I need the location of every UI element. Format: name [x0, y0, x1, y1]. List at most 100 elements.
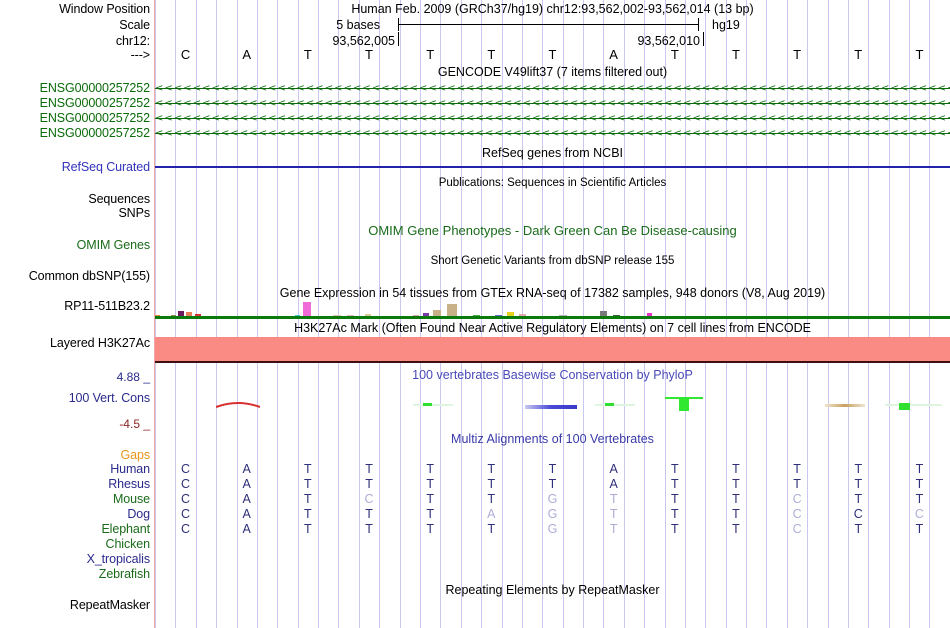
conservation-peak-bar[interactable]: [679, 397, 689, 411]
multiz-base: T: [304, 492, 312, 506]
gridline: [644, 0, 646, 628]
gencode-gene-label[interactable]: ENSG00000257252: [39, 81, 151, 95]
multiz-base: C: [181, 477, 191, 491]
coord-right-label: 93,562,010: [637, 34, 700, 48]
gridline: [807, 0, 809, 628]
gridline: [847, 0, 849, 628]
conservation-signal-area[interactable]: [155, 373, 950, 435]
multiz-base: T: [915, 492, 924, 506]
h3k27ac-baseline: [155, 361, 950, 363]
gridline: [929, 0, 931, 628]
gencode-gene-label[interactable]: ENSG00000257252: [39, 111, 151, 125]
conservation-positive-tick[interactable]: [422, 403, 432, 406]
gridline: [318, 0, 319, 628]
repeatmasker-label[interactable]: RepeatMasker: [69, 598, 150, 612]
gtex-tissue-bar[interactable]: [447, 304, 457, 318]
ruler-gridlines: [155, 0, 950, 628]
gridline: [746, 0, 747, 628]
gtex-tissue-bar[interactable]: [178, 311, 184, 318]
gridline: [216, 0, 218, 628]
gtex-expression-bars[interactable]: [155, 296, 950, 318]
gridline: [460, 0, 462, 628]
gridline: [562, 0, 564, 628]
gencode-gene-line[interactable]: [155, 103, 950, 104]
multiz-base: T: [732, 522, 740, 536]
conservation-missing-data-bar[interactable]: [825, 404, 865, 407]
gtex-tissue-bar[interactable]: [600, 311, 607, 318]
gtex-tissue-bar[interactable]: [647, 313, 652, 318]
multiz-base: T: [793, 462, 801, 476]
gridline: [888, 0, 890, 628]
multiz-base: T: [732, 492, 740, 506]
multiz-base: T: [609, 522, 618, 536]
gtex-gene-label[interactable]: RP11-511B23.2: [64, 299, 150, 313]
gtex-track-title: Gene Expression in 54 tissues from GTEx …: [279, 286, 826, 300]
gridline: [256, 0, 258, 628]
multiz-species-label[interactable]: X_tropicalis: [86, 552, 151, 566]
conservation-negative-curve[interactable]: [216, 399, 260, 409]
gencode-gene-line[interactable]: [155, 88, 950, 89]
gridline: [277, 0, 279, 628]
gencode-gene-label[interactable]: ENSG00000257252: [39, 96, 151, 110]
multiz-base: A: [609, 462, 618, 476]
multiz-base: T: [365, 507, 373, 521]
multiz-base: T: [670, 507, 679, 521]
h3k27ac-track-title: H3K27Ac Mark (Often Found Near Active Re…: [294, 321, 811, 335]
multiz-species-label[interactable]: Mouse: [112, 492, 150, 506]
publications-snps-label[interactable]: SNPs: [118, 206, 150, 220]
multiz-base: A: [242, 462, 251, 476]
coord-left-tick: [398, 32, 399, 46]
gencode-gene-line[interactable]: [155, 133, 950, 134]
gtex-tissue-bar[interactable]: [433, 310, 441, 318]
multiz-species-label[interactable]: Rhesus: [108, 477, 150, 491]
h3k27ac-label[interactable]: Layered H3K27Ac: [50, 336, 150, 350]
multiz-base: T: [426, 477, 434, 491]
gencode-gene-label[interactable]: ENSG00000257252: [39, 126, 151, 140]
multiz-track-title: Multiz Alignments of 100 Vertebrates: [451, 432, 654, 446]
gridline: [664, 0, 666, 628]
conservation-negative-bar[interactable]: [525, 405, 577, 409]
gridline: [725, 0, 727, 628]
multiz-base: T: [732, 507, 740, 521]
multiz-base: A: [242, 492, 251, 506]
refseq-feature-line[interactable]: [155, 166, 950, 168]
multiz-base: A: [487, 507, 496, 521]
multiz-species-label[interactable]: Elephant: [101, 522, 150, 536]
multiz-base: T: [670, 477, 679, 491]
multiz-base: T: [304, 462, 312, 476]
conservation-label[interactable]: 100 Vert. Cons: [68, 391, 150, 405]
refseq-curated-label[interactable]: RefSeq Curated: [61, 160, 150, 174]
publications-sequences-label[interactable]: Sequences: [88, 192, 150, 206]
multiz-base: T: [365, 477, 373, 491]
multiz-base: C: [792, 492, 802, 506]
gtex-baseline: [155, 316, 950, 319]
gencode-gene-line[interactable]: [155, 118, 950, 119]
gencode-strand-arrows: <<<<<<<<<<<<<<<<<<<<<<<<<<<<<<<<<<<<<<<<…: [155, 128, 950, 139]
gencode-strand-arrows: <<<<<<<<<<<<<<<<<<<<<<<<<<<<<<<<<<<<<<<<…: [155, 83, 950, 94]
multiz-species-label[interactable]: Chicken: [105, 537, 151, 551]
window-position-label: Window Position: [59, 2, 150, 16]
multiz-base: T: [487, 477, 496, 491]
sequence-base: T: [303, 47, 312, 62]
scale-bar: [398, 24, 698, 25]
multiz-base: C: [181, 507, 191, 521]
gtex-tissue-bar[interactable]: [507, 312, 514, 318]
multiz-base: C: [181, 462, 191, 476]
multiz-base: T: [854, 522, 863, 536]
multiz-species-label[interactable]: Human: [110, 462, 150, 476]
gtex-tissue-bar[interactable]: [186, 312, 192, 318]
multiz-species-label[interactable]: Dog: [127, 507, 150, 521]
gridline: [827, 0, 829, 628]
gtex-tissue-bar[interactable]: [303, 302, 311, 318]
conservation-positive-tick[interactable]: [899, 403, 911, 410]
sequence-base: A: [609, 47, 618, 62]
multiz-base: T: [426, 462, 434, 476]
omim-genes-label[interactable]: OMIM Genes: [76, 238, 150, 252]
gtex-tissue-bar[interactable]: [423, 313, 429, 318]
conservation-positive-tick[interactable]: [604, 403, 614, 406]
gridline: [399, 0, 401, 628]
h3k27ac-signal-block[interactable]: [155, 337, 950, 361]
multiz-species-label[interactable]: Gaps: [120, 448, 151, 462]
dbsnp-label[interactable]: Common dbSNP(155): [28, 269, 150, 283]
multiz-species-label[interactable]: Zebrafish: [98, 567, 150, 581]
